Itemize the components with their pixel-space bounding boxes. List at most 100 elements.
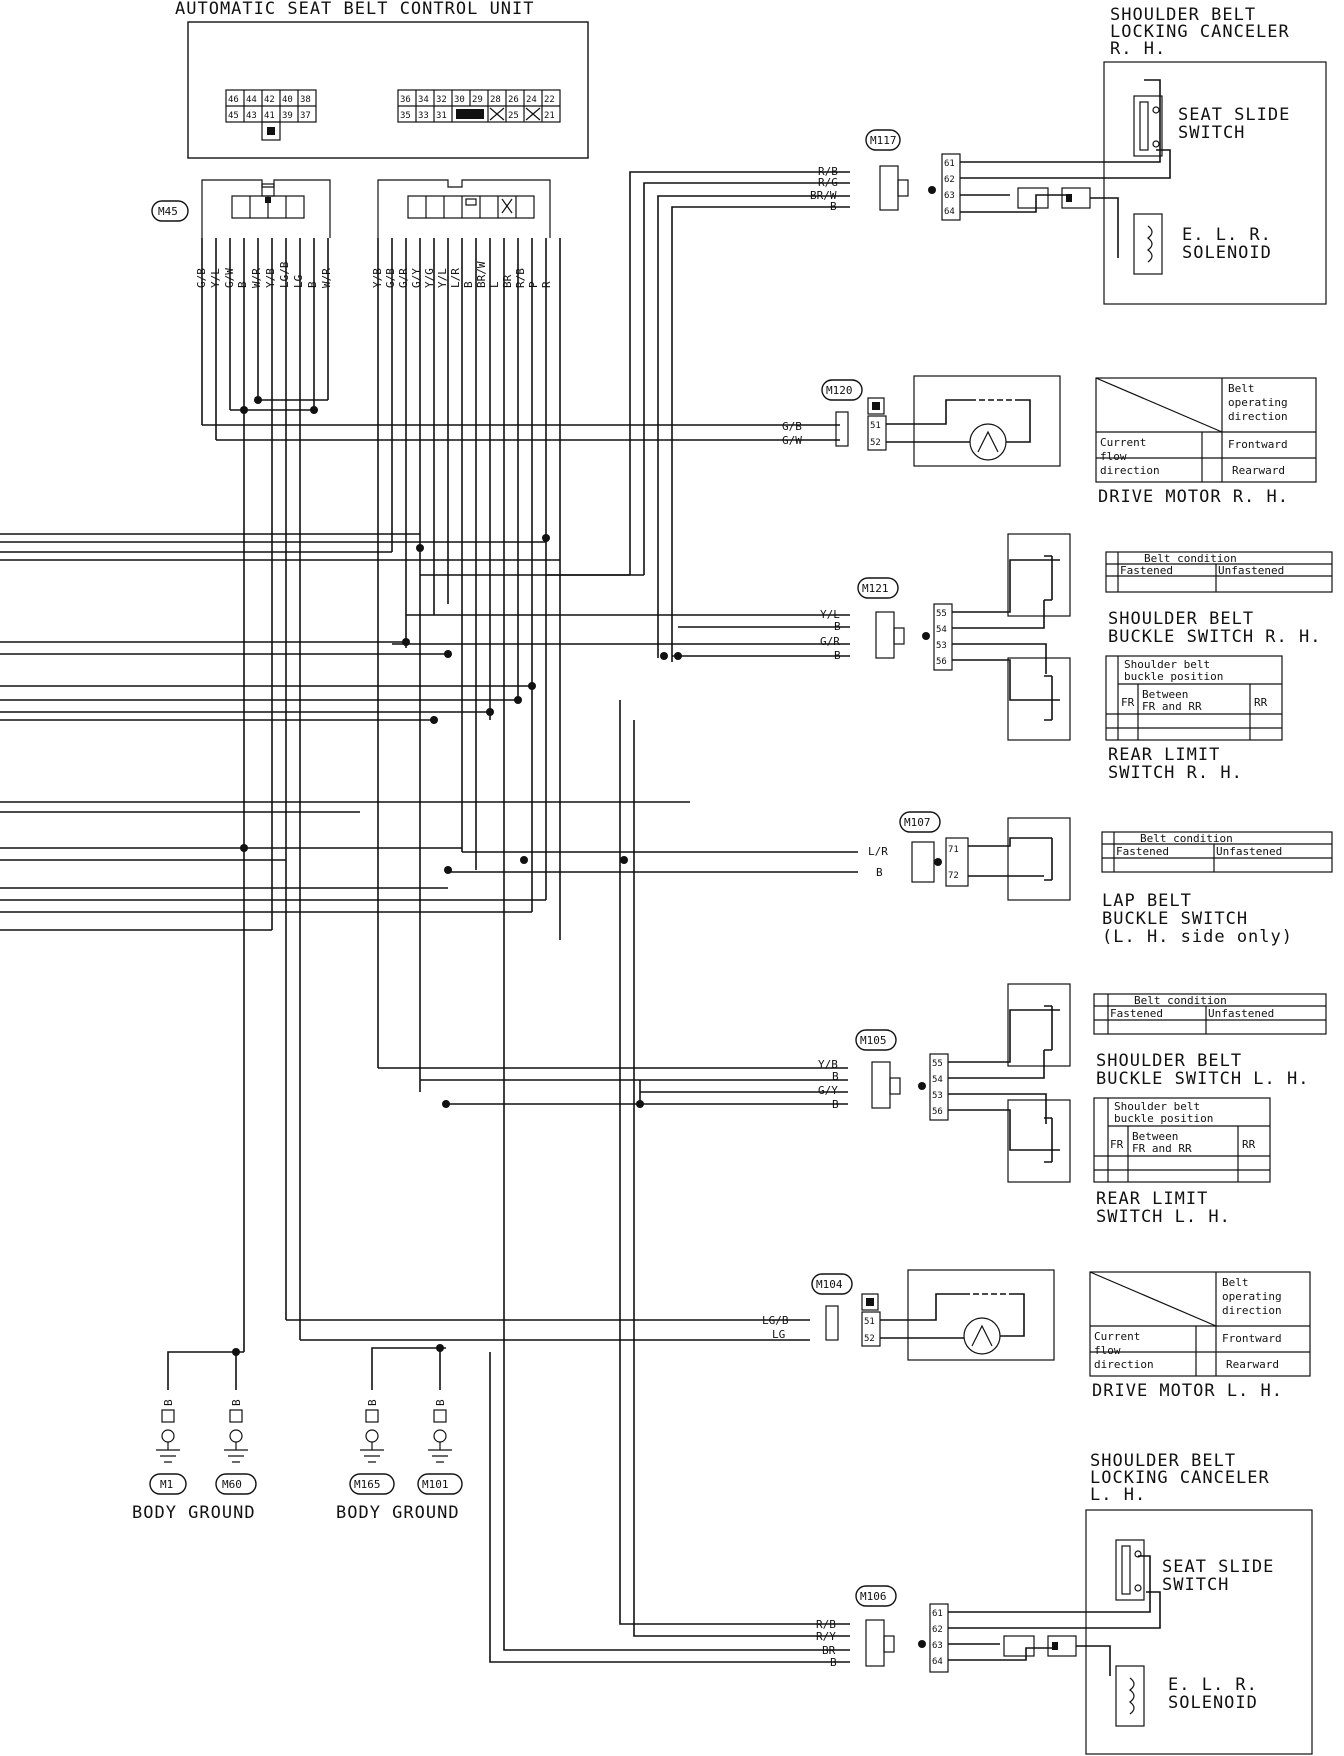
svg-text:LOCKING CANCELER: LOCKING CANCELER bbox=[1090, 1468, 1270, 1488]
svg-text:56: 56 bbox=[932, 1107, 943, 1117]
connector-m120-id: M120 bbox=[826, 384, 853, 397]
svg-text:REAR LIMIT: REAR LIMIT bbox=[1096, 1189, 1208, 1209]
svg-text:SWITCH: SWITCH bbox=[1162, 1575, 1229, 1595]
svg-text:G/R: G/R bbox=[820, 635, 840, 648]
control-unit: AUTOMATIC SEAT BELT CONTROL UNIT 46 44 4… bbox=[175, 0, 589, 159]
ground-m60-id: M60 bbox=[222, 1478, 242, 1491]
svg-text:RR: RR bbox=[1254, 696, 1268, 709]
svg-text:operating: operating bbox=[1222, 1290, 1282, 1303]
svg-text:55: 55 bbox=[932, 1059, 943, 1069]
svg-text:direction: direction bbox=[1222, 1304, 1282, 1317]
svg-text:Y/B: Y/B bbox=[264, 268, 277, 288]
svg-text:SHOULDER BELT: SHOULDER BELT bbox=[1090, 1451, 1236, 1471]
svg-text:42: 42 bbox=[264, 95, 275, 105]
svg-text:Belt condition: Belt condition bbox=[1140, 832, 1233, 845]
svg-text:37: 37 bbox=[300, 111, 311, 121]
svg-text:B: B bbox=[876, 866, 883, 879]
svg-text:B: B bbox=[834, 649, 841, 662]
svg-text:55: 55 bbox=[936, 609, 947, 619]
svg-text:Current: Current bbox=[1100, 436, 1146, 449]
svg-text:31: 31 bbox=[436, 111, 447, 121]
connector-m121-id: M121 bbox=[862, 582, 889, 595]
svg-text:39: 39 bbox=[282, 111, 293, 121]
svg-text:54: 54 bbox=[936, 625, 947, 635]
svg-text:BUCKLE SWITCH: BUCKLE SWITCH bbox=[1102, 909, 1248, 929]
control-unit-right-pins: 36 34 32 30 29 28 26 24 22 35 33 31 25 2… bbox=[397, 89, 561, 123]
svg-text:BUCKLE SWITCH L. H.: BUCKLE SWITCH L. H. bbox=[1096, 1069, 1309, 1089]
svg-text:LAP BELT: LAP BELT bbox=[1102, 891, 1192, 911]
svg-text:Unfastened: Unfastened bbox=[1216, 845, 1282, 858]
svg-text:71: 71 bbox=[948, 845, 959, 855]
svg-text:flow: flow bbox=[1100, 450, 1127, 463]
svg-text:Belt: Belt bbox=[1222, 1276, 1249, 1289]
svg-text:direction: direction bbox=[1094, 1358, 1154, 1371]
svg-text:L: L bbox=[488, 281, 501, 288]
svg-text:61: 61 bbox=[932, 1609, 943, 1619]
svg-text:Fastened: Fastened bbox=[1110, 1007, 1163, 1020]
svg-text:Rearward: Rearward bbox=[1232, 464, 1285, 477]
svg-text:46: 46 bbox=[228, 95, 239, 105]
svg-text:62: 62 bbox=[944, 175, 955, 185]
svg-text:Frontward: Frontward bbox=[1222, 1332, 1282, 1345]
ground-label-b: BODY GROUND bbox=[336, 1503, 460, 1523]
svg-text:direction: direction bbox=[1100, 464, 1160, 477]
svg-text:Between: Between bbox=[1142, 688, 1188, 701]
svg-text:22: 22 bbox=[544, 95, 555, 105]
svg-text:G/B: G/B bbox=[782, 420, 802, 433]
svg-text:L/R: L/R bbox=[449, 268, 462, 288]
svg-text:SWITCH L. H.: SWITCH L. H. bbox=[1096, 1207, 1231, 1227]
svg-text:G/W: G/W bbox=[782, 434, 802, 447]
svg-text:B: B bbox=[830, 200, 837, 213]
svg-text:SWITCH R. H.: SWITCH R. H. bbox=[1108, 763, 1243, 783]
svg-text:L/R: L/R bbox=[868, 845, 888, 858]
svg-text:62: 62 bbox=[932, 1625, 943, 1635]
connector-m104-id: M104 bbox=[816, 1278, 843, 1291]
connector-id-badge bbox=[151, 200, 189, 222]
svg-text:43: 43 bbox=[246, 111, 257, 121]
svg-text:Belt condition: Belt condition bbox=[1134, 994, 1227, 1007]
lap-belt-buckle-switch: M107 L/R B 71 72 Belt condition Fastened… bbox=[868, 811, 1333, 947]
grounds: B M1 B M60 BODY GROUND B M165 B M101 BOD… bbox=[132, 1399, 463, 1523]
connector-m105-id: M105 bbox=[860, 1034, 887, 1047]
svg-text:(L. H. side only): (L. H. side only) bbox=[1102, 927, 1293, 947]
svg-text:Belt: Belt bbox=[1228, 382, 1255, 395]
svg-text:LG/B: LG/B bbox=[278, 261, 291, 288]
svg-text:operating: operating bbox=[1228, 396, 1288, 409]
svg-text:BUCKLE SWITCH R. H.: BUCKLE SWITCH R. H. bbox=[1108, 627, 1321, 647]
svg-text:buckle position: buckle position bbox=[1124, 670, 1223, 683]
svg-text:Between: Between bbox=[1132, 1130, 1178, 1143]
svg-text:B: B bbox=[162, 1399, 175, 1406]
connector-m107-id: M107 bbox=[904, 816, 931, 829]
ground-label-a: BODY GROUND bbox=[132, 1503, 256, 1523]
svg-text:41: 41 bbox=[264, 111, 275, 121]
svg-text:LOCKING CANCELER: LOCKING CANCELER bbox=[1110, 22, 1290, 42]
control-unit-title: AUTOMATIC SEAT BELT CONTROL UNIT bbox=[175, 0, 535, 19]
svg-text:LG/B: LG/B bbox=[762, 1314, 789, 1327]
svg-text:B: B bbox=[462, 281, 475, 288]
svg-text:G/R: G/R bbox=[397, 268, 410, 288]
svg-text:B: B bbox=[832, 1070, 839, 1083]
svg-text:DRIVE MOTOR L. H.: DRIVE MOTOR L. H. bbox=[1092, 1381, 1283, 1401]
svg-text:P: P bbox=[527, 281, 540, 288]
control-unit-left-pins: 46 44 42 40 38 45 43 41 39 37 bbox=[225, 89, 317, 141]
svg-text:52: 52 bbox=[864, 1334, 875, 1344]
svg-text:buckle position: buckle position bbox=[1114, 1112, 1213, 1125]
svg-text:LG: LG bbox=[772, 1328, 785, 1341]
svg-text:32: 32 bbox=[436, 95, 447, 105]
svg-text:Rearward: Rearward bbox=[1226, 1358, 1279, 1371]
svg-text:FR: FR bbox=[1121, 696, 1135, 709]
connector-m117-id: M117 bbox=[870, 134, 897, 147]
svg-text:R/G: R/G bbox=[818, 176, 838, 189]
svg-text:R. H.: R. H. bbox=[1110, 39, 1166, 59]
svg-text:51: 51 bbox=[864, 1317, 875, 1327]
svg-text:SOLENOID: SOLENOID bbox=[1168, 1693, 1258, 1713]
svg-text:W/R: W/R bbox=[320, 268, 333, 288]
svg-text:36: 36 bbox=[400, 95, 411, 105]
svg-text:BR: BR bbox=[501, 274, 514, 288]
svg-text:SHOULDER BELT: SHOULDER BELT bbox=[1096, 1051, 1242, 1071]
svg-text:SWITCH: SWITCH bbox=[1178, 123, 1245, 143]
svg-text:BR/W: BR/W bbox=[810, 189, 837, 202]
svg-text:B: B bbox=[832, 1098, 839, 1111]
svg-text:26: 26 bbox=[508, 95, 519, 105]
